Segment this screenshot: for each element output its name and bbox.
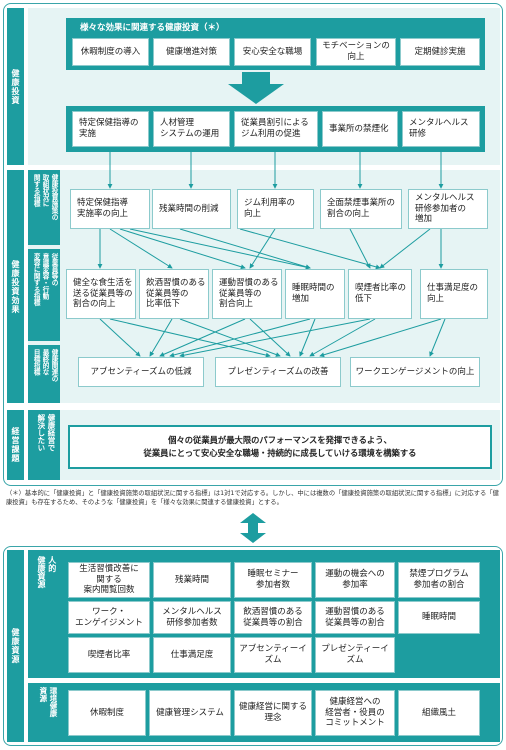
invest-item: モチベーションの 向上 <box>316 38 396 66</box>
resource-item: 飲酒習慣のある 従業員等の割合 <box>234 601 312 634</box>
indicator-box: ジム利用率の 向上 <box>237 189 314 229</box>
indicator-box: 仕事満足度の 向上 <box>420 269 488 319</box>
resource-item: ワーク・ エンゲイジメント <box>68 601 150 634</box>
connector-lines <box>97 152 446 358</box>
label-kadai: 経営課題 <box>7 410 24 480</box>
resource-item: 喫煙者比率 <box>68 637 150 673</box>
env-item: 健康管理システム <box>149 690 231 736</box>
indicator-box: 運動習慣のある 従業員等の 割合向上 <box>212 269 282 319</box>
resource-item: メンタルヘルス 研修参加者数 <box>153 601 231 634</box>
measure-item: メンタルヘルス 研修 <box>402 111 480 147</box>
goal-box: アブセンティーズムの低減 <box>78 357 204 387</box>
resource-item: 睡眠セミナー 参加者数 <box>234 562 312 598</box>
resource-item: 仕事満足度 <box>153 637 231 673</box>
indicator-box: メンタルヘルス 研修参加者の 増加 <box>408 189 488 229</box>
down-arrow-icon <box>228 72 284 104</box>
env-item: 健康経営に関する 理念 <box>234 690 312 736</box>
env-item: 休暇制度 <box>68 690 146 736</box>
kadai-text: 個々の従業員が最大限のパフォーマンスを発揮できるよう、 従業員にとって安心安全な… <box>68 425 492 469</box>
resource-item: 運動の機会への 参加率 <box>315 562 395 598</box>
measure-item: 特定保健指導の 実施 <box>72 111 149 147</box>
indicator-box: 飲酒習慣のある 従業員等の 比率低下 <box>139 269 209 319</box>
double-arrow-icon <box>240 513 266 543</box>
indicator-box: 睡眠時間の 増加 <box>285 269 345 319</box>
invest-item: 健康増進対策 <box>153 38 230 66</box>
invest-header: 様々な効果に関連する健康投資（＊） <box>80 23 225 33</box>
indicator-box: 健全な食生活を 送る従業員等の 割合の向上 <box>66 269 136 319</box>
invest-item: 休暇制度の導入 <box>72 38 149 66</box>
bottom-frame <box>3 546 503 746</box>
sub-label-3: 健康関連の 最終的な 目標指標 <box>28 345 60 403</box>
label-kankyo: 環境健康 資源 <box>38 687 58 717</box>
resource-item: 禁煙プログラム 参加者の割合 <box>398 562 480 598</box>
indicator-box: 全面禁煙事業所の 割合の向上 <box>320 189 402 229</box>
resource-item: 睡眠時間 <box>398 601 480 634</box>
invest-item: 定期健診実施 <box>400 38 480 66</box>
invest-item: 安心安全な職場 <box>234 38 311 66</box>
sub-label-1: 健康投資施策の 取組状況に 関する指標 <box>28 170 60 245</box>
goal-box: プレゼンティーズムの改善 <box>215 357 341 387</box>
resource-item: 運動習慣のある 従業員等の割合 <box>315 601 395 634</box>
indicator-box: 特定保健指導 実施率の向上 <box>70 189 150 229</box>
label-kenko-toshi: 健康投資 <box>7 8 24 165</box>
label-kouka: 健康投資効果 <box>7 170 24 403</box>
goal-box: ワークエンゲージメントの向上 <box>350 357 480 387</box>
footnote: （＊）基本的に「健康投資」と「健康投資施策の取組状況に関する指標」は1対1で対応… <box>6 490 499 507</box>
env-item: 組織風土 <box>398 690 480 736</box>
measure-item: 従業員割引による ジム利用の促進 <box>234 111 318 147</box>
resource-item: 生活習慣改善に 関する 案内閲覧回数 <box>68 562 150 598</box>
label-jinteki: 人的 健康資源 <box>37 556 57 588</box>
sub-label-2: 従業員等の 意識変容・行動 変容に関する指標 <box>28 249 60 341</box>
label-kenko-shigen: 健康資源 <box>7 550 24 742</box>
resource-item: 残業時間 <box>153 562 231 598</box>
kadai-label: 健康経営で 解決したい <box>28 410 60 480</box>
resource-item: プレゼンティーイズム <box>315 637 395 673</box>
measure-item: 事業所の禁煙化 <box>322 111 398 147</box>
measure-item: 人材管理 システムの運用 <box>153 111 230 147</box>
indicator-box: 残業時間の削減 <box>152 189 231 229</box>
top-frame <box>3 3 503 486</box>
env-item: 健康経営への 経営者・役員の コミットメント <box>315 690 395 736</box>
resource-item: アブセンティーイズム <box>234 637 312 673</box>
indicator-box: 喫煙者比率の 低下 <box>348 269 412 319</box>
